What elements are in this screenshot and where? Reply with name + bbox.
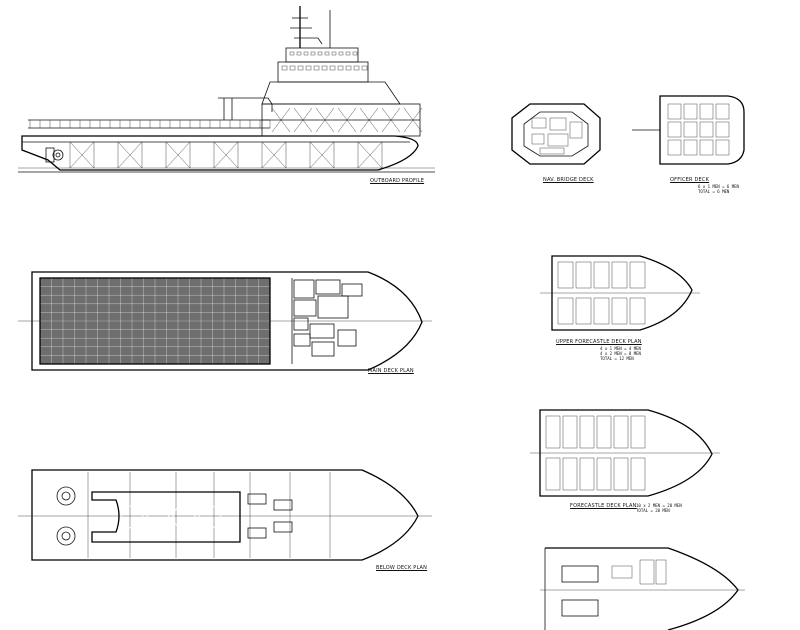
upper-forecastle-deck-plan-view bbox=[540, 255, 700, 331]
main-deck-plan-view bbox=[18, 271, 432, 371]
lower-hull-plan-view bbox=[540, 547, 745, 630]
officer-deck-label: OFFICER DECK bbox=[670, 177, 710, 183]
upper-forecastle-deck-plan-label: UPPER FORECASTLE DECK PLAN bbox=[556, 339, 642, 345]
below-deck-plan-label: BELOW DECK PLAN bbox=[376, 565, 428, 571]
forecastle-crew-note: 10 x 2 MEN = 20 MEN TOTAL = 20 MEN bbox=[636, 503, 682, 513]
upper-forecastle-crew-note: 4 x 1 MEN = 4 MEN 4 x 2 MEN = 8 MEN TOTA… bbox=[600, 346, 641, 361]
officer-deck-view bbox=[632, 95, 745, 165]
below-deck-plan-view bbox=[18, 469, 432, 561]
forecastle-deck-plan-label: FORECASTLE DECK PLAN bbox=[570, 503, 637, 509]
nav-bridge-deck-view bbox=[511, 103, 601, 165]
nav-bridge-deck-label: NAV. BRIDGE DECK bbox=[543, 177, 594, 183]
forecastle-deck-plan-view bbox=[530, 409, 720, 497]
officer-deck-crew-note: 6 x 1 MEN = 6 MEN TOTAL = 6 MEN bbox=[698, 184, 739, 194]
main-deck-plan-label: MAIN DECK PLAN bbox=[368, 368, 414, 374]
outboard-profile-label: OUTBOARD PROFILE bbox=[370, 178, 425, 184]
outboard-profile-view bbox=[18, 6, 435, 173]
